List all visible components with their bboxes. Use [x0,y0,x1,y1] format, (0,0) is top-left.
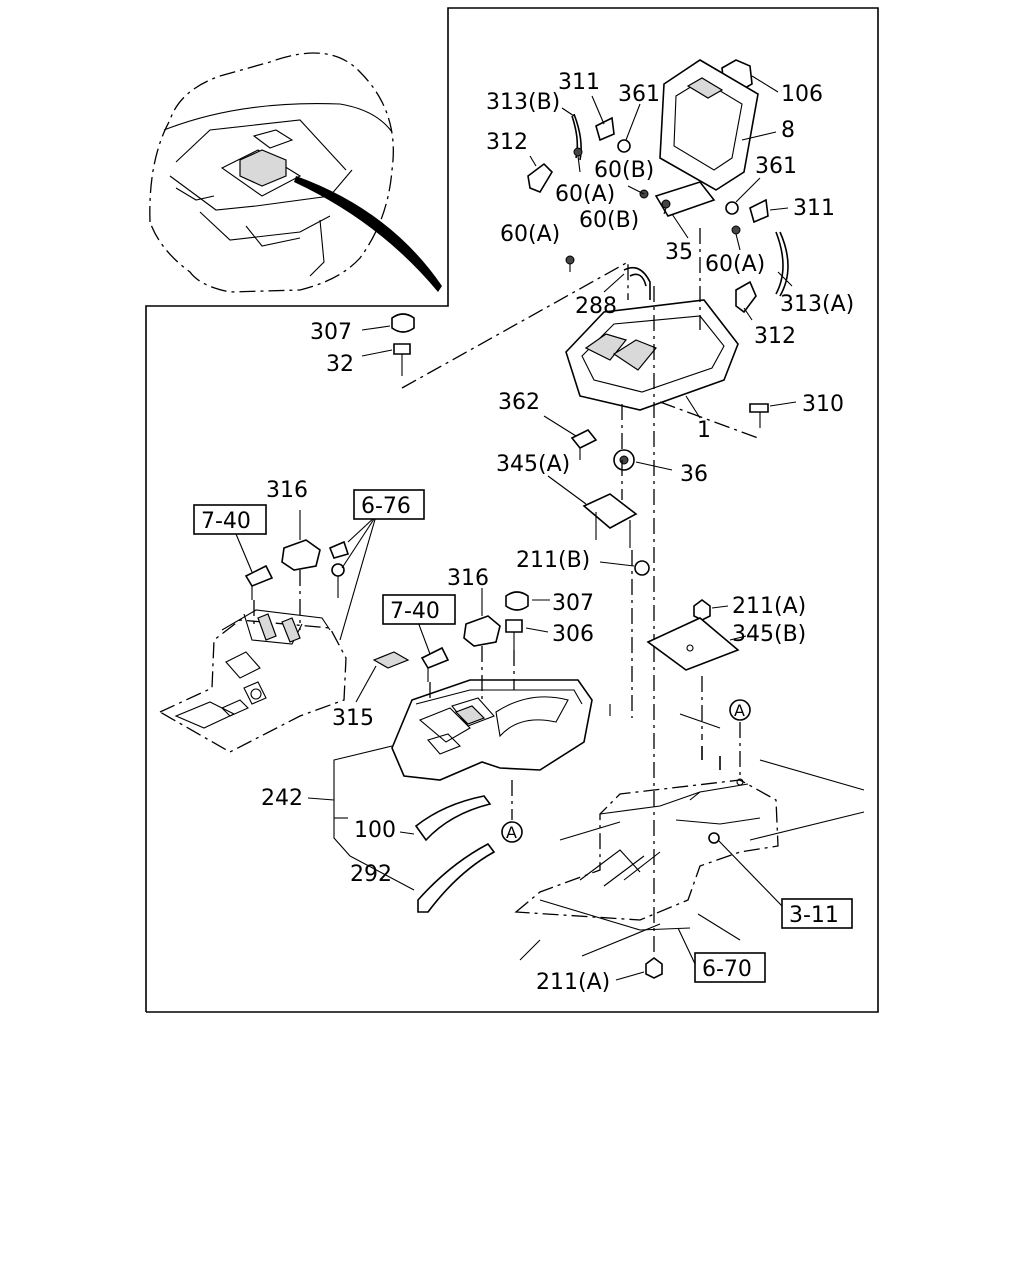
part-label-1: 1 [697,418,711,443]
part-label-313a: 313(A) [780,292,854,317]
cab-overview-illustration [149,52,442,293]
part-label-316a: 316 [266,478,308,503]
part-label-35: 35 [665,240,693,265]
marker-a-upper: A [734,701,745,720]
part-label-211b: 211(B) [516,548,590,573]
part-label-361a: 361 [618,82,660,107]
part-label-310: 310 [802,392,844,417]
part-label-313b: 313(B) [486,90,560,115]
part-labels: 106 8 361 361 311 311 313(B) 313(A) 312 … [261,70,854,995]
part-label-307a: 307 [310,320,352,345]
ref-7-40-left: 7-40 [201,509,251,534]
part-label-362: 362 [498,390,540,415]
ref-3-11: 3-11 [789,903,839,928]
part-label-312b: 312 [754,324,796,349]
center-console-illustration [307,588,593,913]
bracket-parts [543,415,747,780]
ref-6-70: 6-70 [702,957,752,982]
part-label-288: 288 [575,294,617,319]
part-label-345a: 345(A) [496,452,570,477]
ref-7-40-center: 7-40 [390,599,440,624]
marker-a-lower: A [506,823,517,842]
part-label-292: 292 [350,862,392,887]
part-label-60a1: 60(A) [555,182,615,207]
part-label-315: 315 [332,706,374,731]
part-label-306: 306 [552,622,594,647]
overhead-console-parts [361,59,797,646]
part-label-311a: 311 [558,70,600,95]
diagram-frame [145,7,879,1013]
part-label-361b: 361 [755,154,797,179]
part-label-106: 106 [781,82,823,107]
part-label-100: 100 [354,818,396,843]
part-label-60b1: 60(B) [594,158,654,183]
part-label-8: 8 [781,118,795,143]
part-label-242: 242 [261,786,303,811]
part-label-60a3: 60(A) [705,252,765,277]
floor-base-illustration [514,646,865,981]
left-console-illustration [158,510,377,753]
part-label-311b: 311 [793,196,835,221]
part-label-36: 36 [680,462,708,487]
part-label-60a2: 60(A) [500,222,560,247]
part-label-307b: 307 [552,591,594,616]
part-label-316b: 316 [447,566,489,591]
part-label-345b: 345(B) [732,622,806,647]
ref-6-76: 6-76 [361,494,411,519]
part-label-211a1: 211(A) [732,594,806,619]
part-label-60b2: 60(B) [579,208,639,233]
part-label-211a2: 211(A) [536,970,610,995]
part-label-32: 32 [326,352,354,377]
cross-references: 7-40 6-76 7-40 3-11 6-70 [193,489,853,983]
part-label-312a: 312 [486,130,528,155]
circled-markers: A A [501,699,751,843]
